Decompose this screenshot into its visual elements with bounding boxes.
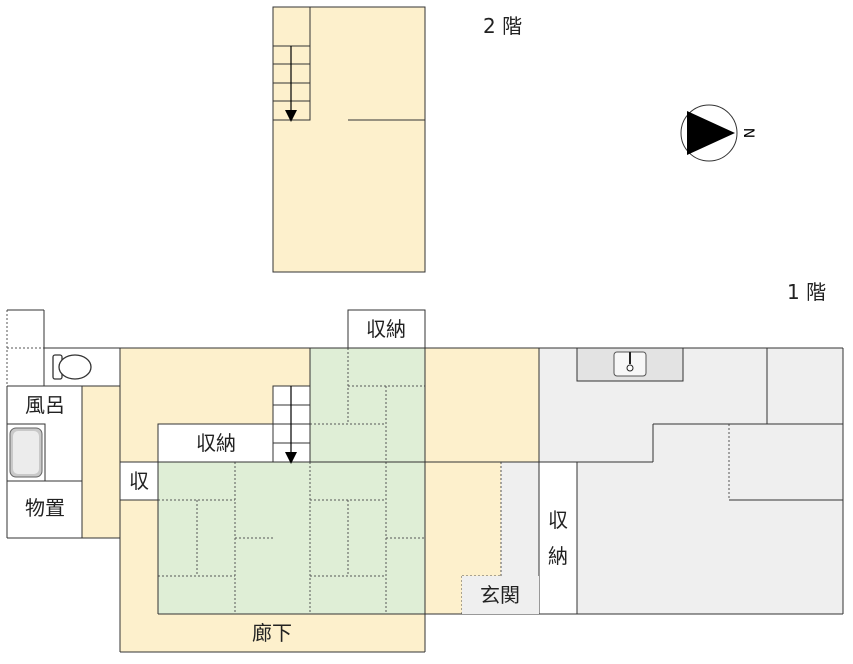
stairs-arrow-icon (285, 452, 297, 464)
wood-room-right (425, 348, 539, 462)
entrance (462, 576, 539, 614)
vertical-storage (538, 461, 578, 615)
storage-mid-label: 収納 (196, 431, 236, 455)
shed-label: 物置 (25, 496, 65, 520)
tatami-grid (158, 348, 425, 614)
compass: N (680, 104, 756, 162)
stairs-arrow-icon (285, 110, 297, 122)
storage-top (347, 309, 426, 349)
first-floor-stairs (272, 385, 311, 464)
second-floor-label: 2 階 (483, 14, 522, 38)
compass-label: N (740, 128, 756, 138)
corridor-label: 廊下 (252, 621, 292, 645)
storage-small (119, 461, 159, 501)
sink-icon (576, 347, 684, 382)
tatami-room-upper (310, 348, 425, 462)
bath-label: 風呂 (25, 393, 65, 417)
second-floor-room (272, 6, 426, 273)
tatami-room-lower (158, 462, 425, 614)
storage-small-label: 収 (129, 469, 149, 493)
corridor (120, 614, 425, 652)
second-floor: 2 階 (272, 6, 522, 273)
wood-strip-left (82, 386, 120, 538)
storage-vertical-label-1: 収 (548, 508, 568, 532)
toilet-icon (52, 354, 92, 380)
second-floor-stairs (272, 6, 311, 122)
first-floor-label: 1 階 (787, 280, 826, 304)
bathtub-icon (6, 423, 46, 482)
storage-mid (157, 423, 274, 463)
north-arrow-icon (687, 111, 735, 155)
storage-vertical-label-2: 納 (548, 544, 568, 568)
entrance-label: 玄関 (480, 583, 520, 607)
storage-top-label: 収納 (366, 317, 406, 341)
first-floor: 収納 収納 収 収 納 風呂 物置 玄関 廊下 (6, 309, 844, 653)
